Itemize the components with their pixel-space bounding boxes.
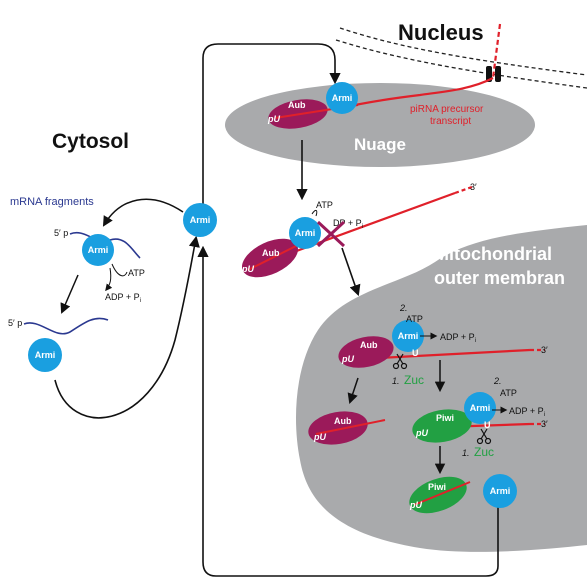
armi-label-cytosol-top: Armi: [88, 245, 109, 255]
armi-label-cytosol-bottom: Armi: [35, 350, 56, 360]
outer-membrane-label: outer membran: [434, 268, 565, 288]
three-prime-label-mito-2: 3′: [541, 419, 548, 429]
armi-label-nuage: Armi: [332, 93, 353, 103]
step1-label-mito-1: 1.: [392, 376, 400, 386]
pu-label-middle: pU: [241, 264, 254, 274]
mrna-strand-bottom: [23, 317, 109, 335]
armi-protein-nuage: [326, 82, 358, 114]
cytosol-down-arrow: [60, 274, 79, 314]
armi-label-middle: Armi: [295, 228, 316, 238]
atp-label-middle: ATP: [316, 200, 333, 210]
mrna-fragments-label: mRNA fragments: [10, 196, 94, 208]
armi-protein-mito-1: [392, 320, 424, 352]
armi-label-mito-2: Armi: [470, 403, 491, 413]
aub-label-mito: Aub: [360, 340, 378, 350]
zuc-label-2: Zuc: [474, 445, 494, 459]
piwi-label-released: Piwi: [428, 482, 446, 492]
blocked-x-icon: [316, 220, 346, 248]
atp-label-mito-1: ATP: [406, 314, 423, 324]
pu-label-mito: pU: [341, 354, 354, 364]
atp-label-cytosol: ATP: [128, 268, 145, 278]
scissors-icon-1: [392, 353, 408, 370]
pu-label-piwi-mito: pU: [415, 428, 428, 438]
adp-label-middle: DP + Pi: [333, 218, 363, 230]
armi-label-mito-1: Armi: [398, 331, 419, 341]
adp-label-mito-2: ADP + Pi: [509, 406, 545, 418]
nucleus-label: Nucleus: [398, 20, 484, 45]
armi-protein-cytosol-top: [82, 234, 114, 266]
pu-label-piwi-released: pU: [409, 500, 422, 510]
pu-label-released: pU: [313, 432, 326, 442]
cycle-arrow-bottom: [197, 245, 499, 577]
armi-protein-middle: [289, 217, 321, 249]
cytosol-return-arrow: [54, 235, 200, 419]
three-prime-label-middle: 3′: [470, 182, 477, 192]
step1-label-mito-2: 1.: [462, 448, 470, 458]
atp-label-mito-2: ATP: [500, 388, 517, 398]
pirna-precursor-label-2: transcript: [430, 116, 471, 127]
mitochondrial-label: Mitochondrial: [434, 244, 552, 264]
u-label-mito-2: U: [484, 420, 491, 430]
pirna-precursor-label-1: piRNA precursor: [410, 104, 484, 115]
pu-label-nuage: pU: [267, 114, 280, 124]
aub-protein-mito: [338, 336, 394, 368]
nuage-label: Nuage: [354, 135, 406, 154]
adp-label-cytosol: ADP + Pi: [105, 292, 141, 304]
nuage-region: [225, 83, 535, 167]
nuclear-pore: [486, 66, 492, 82]
cycle-arrow-top: [202, 43, 341, 205]
piwi-protein-mito: [412, 409, 472, 443]
five-prime-label-top: 5′ p: [54, 228, 68, 238]
armi-protein-free: [183, 203, 217, 237]
aub-label-middle: Aub: [262, 248, 280, 258]
three-prime-label-mito-1: 3′: [541, 345, 548, 355]
piwi-label-mito: Piwi: [436, 413, 454, 423]
armi-to-mrna-arrow: [102, 198, 184, 227]
to-mito-arrow: [341, 247, 361, 297]
armi-protein-released: [483, 474, 517, 508]
u-label-mito-1: U: [412, 348, 419, 358]
cytosol-label: Cytosol: [52, 130, 129, 153]
aub-protein-released: [308, 411, 368, 445]
step2-label-mito-1: 2.: [399, 303, 408, 313]
mito-down-arrow-left: [347, 377, 359, 404]
armi-label-free: Armi: [190, 215, 211, 225]
step2-label-mito-2: 2.: [493, 376, 502, 386]
nuclear-envelope: [339, 27, 587, 76]
pirna-precursor-line-nucleus: [491, 23, 502, 79]
armi-protein-cytosol-bottom: [28, 338, 62, 372]
aub-label-nuage: Aub: [288, 100, 306, 110]
armi-protein-mito-2: [464, 392, 496, 424]
zuc-label-1: Zuc: [404, 373, 424, 387]
adp-label-mito-1: ADP + Pi: [440, 332, 476, 344]
five-prime-label-bottom: 5′ p: [8, 318, 22, 328]
armi-label-released: Armi: [490, 486, 511, 496]
pirna-precursor-line: [354, 77, 494, 107]
aub-label-released: Aub: [334, 416, 352, 426]
scissors-icon-2: [476, 428, 492, 445]
